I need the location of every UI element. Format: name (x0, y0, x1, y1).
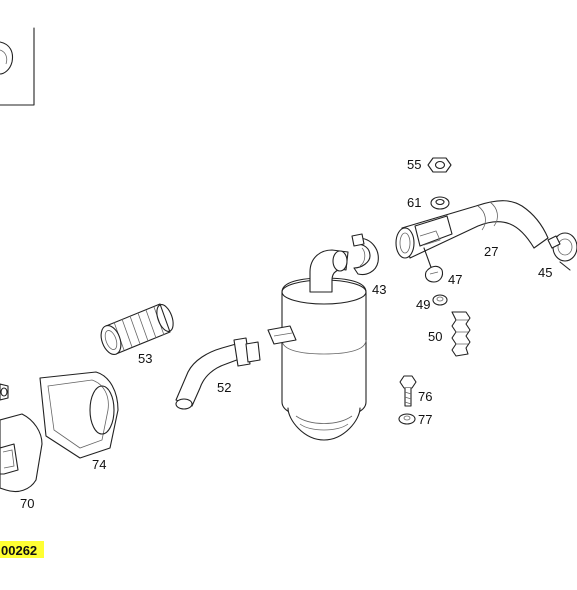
cushion-47 (424, 265, 444, 283)
inset-detail (0, 27, 35, 106)
part-label-45: 45 (538, 265, 552, 280)
part-label-43: 43 (372, 282, 386, 297)
part-label-49: 49 (416, 297, 430, 312)
intake-pipe-27 (395, 200, 549, 271)
bolt-76 (399, 375, 417, 407)
part-label-77: 77 (418, 412, 432, 427)
breather-hose-52 (175, 337, 261, 410)
part-label-52: 52 (217, 380, 231, 395)
part-label-55: 55 (407, 157, 421, 172)
part-label-74: 74 (92, 457, 106, 472)
reference-code-highlight (0, 541, 44, 558)
reference-code: 00262 (1, 543, 37, 558)
hex-nut-55 (427, 157, 452, 173)
air-filter-housing (267, 249, 367, 441)
clamp-45 (547, 232, 577, 271)
intake-duct-74 (39, 371, 119, 459)
washer-77 (398, 413, 416, 425)
part-label-70: 70 (20, 496, 34, 511)
part-label-76: 76 (418, 389, 432, 404)
part-label-61: 61 (407, 195, 421, 210)
rubber-mount-50 (451, 311, 471, 357)
part-label-50: 50 (428, 329, 442, 344)
washer-49 (432, 294, 448, 306)
clamp-43 (351, 233, 379, 276)
corrugated-hose-53 (100, 303, 174, 355)
part-label-47: 47 (448, 272, 462, 287)
part-label-27: 27 (484, 244, 498, 259)
bracket-70 (0, 383, 43, 493)
washer-61 (430, 196, 450, 210)
part-label-53: 53 (138, 351, 152, 366)
